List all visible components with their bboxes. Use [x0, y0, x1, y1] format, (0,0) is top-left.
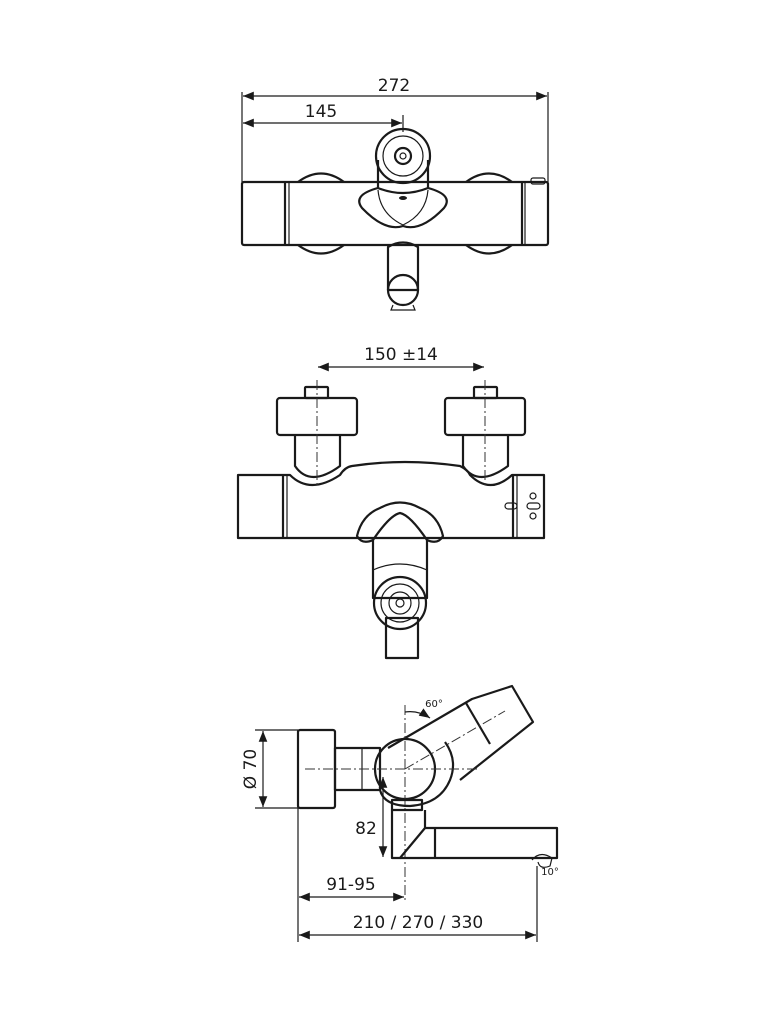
spout-outlet — [531, 853, 553, 868]
spout-aerator — [372, 575, 428, 631]
side-view: Ø 70 60° 10° 82 91-95 210 / 270 / 330 — [241, 684, 559, 942]
handle-arm — [387, 684, 535, 781]
mixer-body-front — [236, 460, 546, 540]
dimension-272-label: 272 — [378, 76, 410, 96]
dimension-spout-length-label: 210 / 270 / 330 — [353, 913, 483, 933]
dimension-82-label: 82 — [355, 819, 377, 839]
thermostat-knob — [374, 127, 432, 185]
angle-60-label: 60° — [425, 699, 443, 710]
angle-10-label: 10° — [541, 867, 559, 878]
dimension-145-label: 145 — [305, 102, 337, 122]
dimension-150-label: 150 ±14 — [364, 345, 438, 365]
dimension-91-95-label: 91-95 — [326, 875, 375, 895]
top-view: 272 145 — [240, 76, 550, 311]
front-view: 150 ±14 — [236, 345, 546, 660]
dimension-diameter-label: Ø 70 — [241, 749, 261, 789]
